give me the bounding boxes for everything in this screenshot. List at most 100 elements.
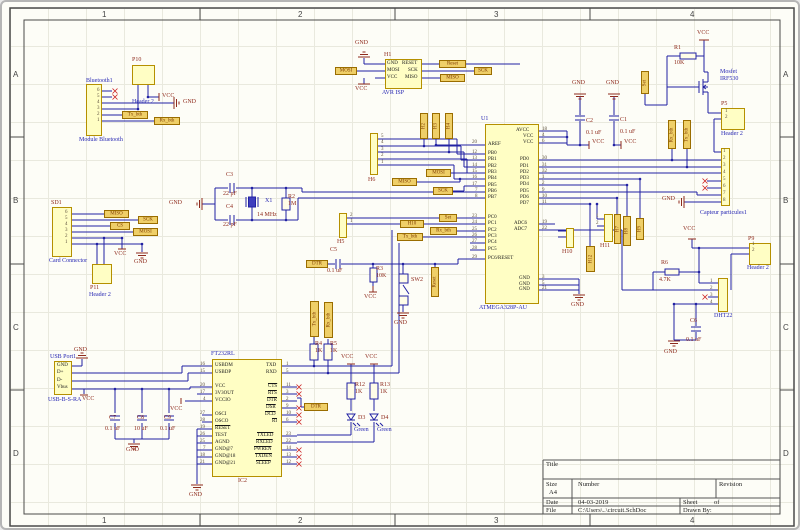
usb-port	[54, 361, 72, 395]
text-4: 4	[710, 300, 713, 305]
resistor-body	[281, 197, 291, 211]
junction-dot	[595, 202, 599, 206]
text-2: 2	[97, 112, 100, 117]
text-p10: P10	[132, 57, 142, 63]
junction-dot	[685, 165, 689, 169]
junction-dot	[312, 364, 316, 368]
sheet-label: Sheet	[683, 499, 698, 506]
text-31: 31	[542, 163, 547, 168]
text-r6: R6	[661, 260, 669, 266]
xtal-symbol	[245, 196, 259, 208]
net-port-label: DTR	[312, 261, 322, 267]
text-c5: C5	[330, 247, 338, 253]
text-txden: TXDEN	[255, 454, 272, 459]
resistor-body	[369, 382, 379, 400]
text-2: 2	[381, 153, 384, 158]
text-1k: 1K	[380, 389, 388, 395]
junction-dot	[697, 270, 701, 274]
net-port-h8: H8	[623, 216, 631, 246]
text-gnd: GND	[134, 259, 147, 265]
text-atmega328p-au: ATMEGA328P-AU	[479, 305, 527, 311]
text-vcc: VCC	[364, 294, 377, 300]
net-port-h2: H2	[420, 113, 428, 139]
frame-column-label: 2	[298, 10, 303, 19]
net-port-rx_bth: Rx_bth	[430, 227, 457, 235]
text-pc1: PC1	[488, 221, 497, 226]
text-gnd: GND	[394, 320, 407, 326]
text-12: 12	[286, 460, 291, 465]
no-connect-mark	[112, 94, 118, 100]
text-gnd: GND	[662, 196, 675, 202]
net-port-h9: H9	[636, 218, 644, 240]
text-5: 5	[723, 177, 726, 182]
capv-symbol	[691, 326, 701, 332]
no-connect-mark	[702, 178, 708, 184]
text-pd4: PD4	[520, 182, 529, 187]
junction-dot	[672, 302, 676, 306]
frame-row-label: B	[783, 196, 789, 205]
drawn-by-label: Drawn By:	[683, 507, 712, 514]
text-d-: D-	[57, 378, 63, 383]
text-gnd: GND	[519, 287, 530, 292]
text-4: 4	[381, 140, 384, 145]
text-pd2: PD2	[520, 170, 529, 175]
caph-symbol	[229, 183, 235, 193]
sd-card-connector	[52, 207, 72, 257]
text-pd7: PD7	[520, 201, 529, 206]
net-port-label: CS	[116, 223, 124, 229]
text-11: 11	[286, 383, 291, 388]
junction-dot	[578, 143, 582, 147]
text-13: 13	[286, 453, 291, 458]
text-22: 22	[542, 226, 547, 231]
text-25: 25	[472, 227, 477, 232]
text-gnd: GND	[519, 276, 530, 281]
text-4: 4	[542, 133, 545, 138]
text-ic2: IC2	[238, 478, 247, 484]
text-pd1: PD1	[520, 164, 529, 169]
text-8: 8	[723, 198, 726, 203]
net-port-mosi: MOSI	[335, 67, 357, 75]
ftdi-ic2	[212, 359, 282, 477]
gnd-symbol	[573, 294, 585, 301]
text-pb7: PB7	[488, 195, 497, 200]
resistor-body	[369, 267, 378, 283]
text-5: 5	[97, 94, 100, 99]
frame-row-label: C	[783, 323, 789, 332]
junction-dot	[638, 177, 642, 181]
date-value: 04-03-2019	[578, 499, 609, 506]
text-17: 17	[472, 182, 477, 187]
text-vcc: VCC	[523, 134, 534, 139]
text-bluetooth1: Bluetooth1	[86, 78, 113, 84]
text-5: 5	[65, 216, 68, 221]
text-dcd: DCD	[265, 412, 276, 417]
net-port-label: MOSI	[339, 68, 353, 74]
text-2: 2	[286, 397, 289, 402]
text-gnd: GND	[57, 363, 68, 368]
text-6: 6	[723, 184, 726, 189]
text-pc2: PC2	[488, 228, 497, 233]
text-6: 6	[542, 139, 545, 144]
text-29: 29	[472, 255, 477, 260]
text-dsr: DSR	[266, 405, 276, 410]
text-dtr: DTR	[267, 398, 277, 403]
text-usbdp: USBDP	[215, 370, 232, 375]
no-connect-mark	[296, 405, 302, 411]
text-osco: OSCO	[215, 419, 229, 424]
file-label: File	[546, 507, 557, 514]
text-1k: 1K	[355, 389, 363, 395]
text-vcc: VCC	[592, 139, 605, 145]
text-dht22: DHT22	[714, 313, 733, 319]
text-pc5: PC5	[488, 247, 497, 252]
text-7: 7	[203, 446, 206, 451]
text-c6: C6	[690, 318, 698, 324]
gnd-symbol	[668, 340, 680, 347]
text-p9: P9	[748, 236, 755, 242]
header-p9	[749, 243, 771, 265]
junction-dot	[167, 387, 171, 391]
gnd-symbol	[574, 93, 586, 100]
text-16: 16	[200, 362, 205, 367]
net-port-reset: Reset	[431, 267, 439, 297]
text-ft232rl: FT232RL	[211, 351, 235, 357]
net-port-label: Rx_bth	[326, 312, 331, 328]
